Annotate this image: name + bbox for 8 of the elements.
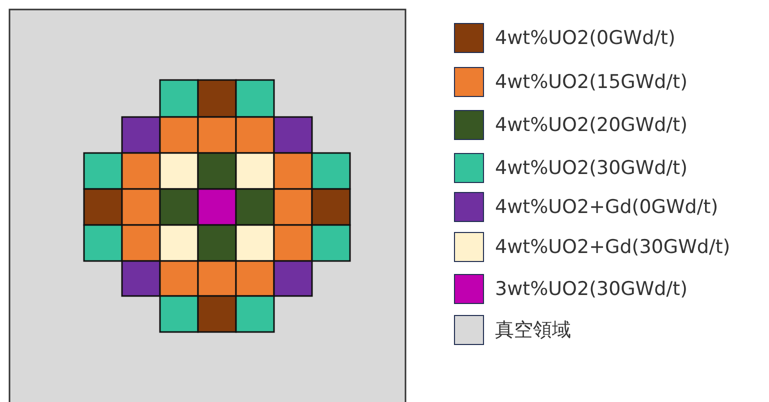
legend-label: 4wt%UO2(0GWd/t) bbox=[495, 26, 676, 50]
legend-label: 真空領域 bbox=[495, 318, 571, 342]
legend-label: 4wt%UO2+Gd(0GWd/t) bbox=[495, 195, 718, 219]
legend-label: 4wt%UO2(30GWd/t) bbox=[495, 156, 688, 180]
legend-label: 4wt%UO2(15GWd/t) bbox=[495, 70, 688, 94]
legend-label: 4wt%UO2(20GWd/t) bbox=[495, 113, 688, 137]
legend-label: 4wt%UO2+Gd(30GWd/t) bbox=[495, 235, 730, 259]
legend-label: 3wt%UO2(30GWd/t) bbox=[495, 277, 688, 301]
